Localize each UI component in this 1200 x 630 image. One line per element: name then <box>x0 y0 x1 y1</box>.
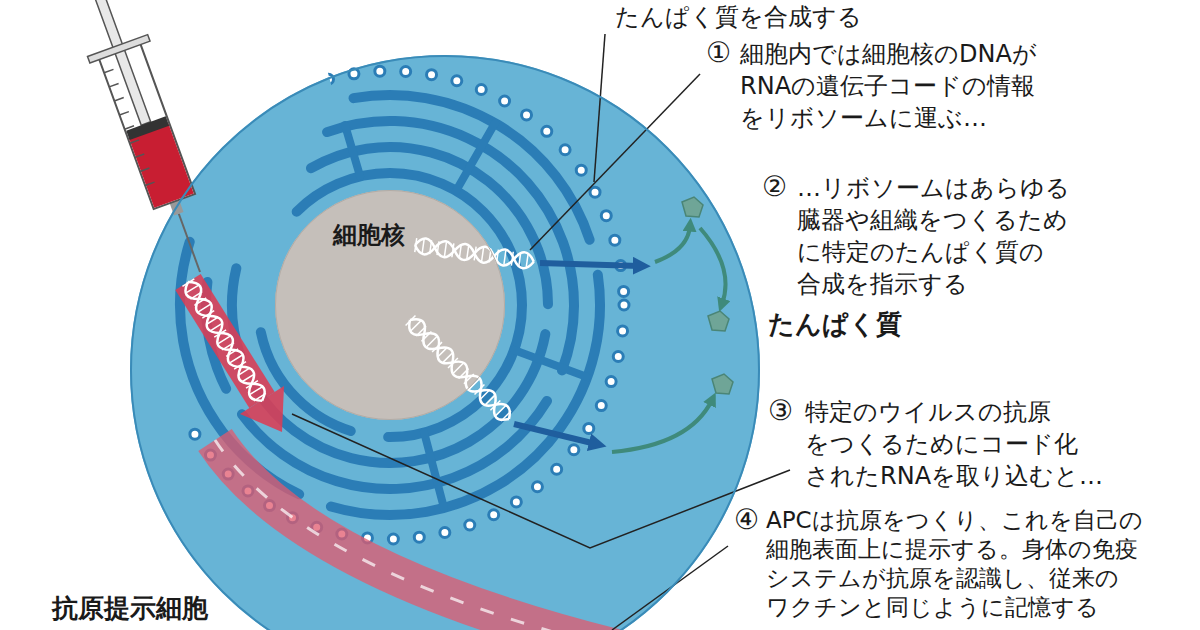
callout-text: 細胞内では細胞核のDNAが RNAの遺伝子コードの情報 をリボソームに運ぶ… <box>740 38 1060 134</box>
helix-strand <box>414 237 535 270</box>
green-arrow <box>612 400 712 452</box>
helix-strand <box>404 314 514 424</box>
callout-number: ② <box>762 170 787 204</box>
red-arrow-head <box>240 386 284 432</box>
green-arrow <box>700 228 726 304</box>
er-wall <box>345 123 587 508</box>
helix-strand <box>404 314 514 424</box>
blue-arrow <box>514 424 596 444</box>
plunger-stopper <box>126 116 169 140</box>
red-band-arrow <box>215 440 620 630</box>
cell-outline <box>131 56 759 630</box>
leader-line <box>594 34 605 182</box>
rna-uptake-arrows <box>188 282 620 630</box>
label-slot: APCは抗原をつくり、これを自己の 細胞表面上に提示する。身体の免疫 システムが… <box>766 506 1186 622</box>
label-slot: たんぱく質 <box>768 308 902 341</box>
barrel <box>99 44 195 209</box>
label-slot: 細胞内では細胞核のDNAが RNAの遺伝子コードの情報 をリボソームに運ぶ… <box>740 38 1060 134</box>
label-slot: 特定のウイルスの抗原 をつくるためにコード化 されたRNAを取り込むと… <box>805 396 1125 492</box>
protein-shape <box>708 311 729 331</box>
callout-text: APCは抗原をつくり、これを自己の 細胞表面上に提示する。身体の免疫 システムが… <box>766 506 1186 622</box>
callout-number: ① <box>706 36 731 70</box>
barrel-flange <box>88 35 151 63</box>
green-arrow <box>655 226 690 262</box>
rna-helix <box>404 314 514 424</box>
label-slot: ④ <box>734 504 759 536</box>
callout-text: …リボソームはあらゆる 臓器や組織をつくるため に特定のたんぱく質の 合成を指示… <box>797 172 1087 300</box>
label-slot: ② <box>762 170 787 204</box>
callout-number: ④ <box>734 504 759 536</box>
plunger-rod <box>86 0 151 125</box>
callout-number: ③ <box>768 394 793 428</box>
helix-strand <box>181 278 269 405</box>
synthesis-arrows <box>612 226 726 452</box>
needle <box>179 214 200 272</box>
helix-strand <box>181 278 269 405</box>
cell-body <box>130 55 760 630</box>
syringe <box>60 0 230 283</box>
nucleus-outline <box>276 191 505 420</box>
cell-node: 抗原提示細胞細胞核 <box>130 55 760 630</box>
nucleus-name: 細胞核 <box>333 220 405 250</box>
nucleus-body <box>275 190 505 420</box>
leader-lines <box>292 34 790 630</box>
blue-arrow <box>540 263 640 266</box>
callout-text: 特定のウイルスの抗原 をつくるためにコード化 されたRNAを取り込むと… <box>805 396 1125 492</box>
label-slot: たんぱく質を合成する <box>615 2 862 32</box>
protein-shape <box>682 197 703 217</box>
graduations <box>104 69 154 185</box>
band-dashes <box>215 440 620 630</box>
helix-strand <box>414 237 535 270</box>
label-slot: ③ <box>768 394 793 428</box>
leader-line <box>530 74 700 250</box>
cell-name: 抗原提示細胞 <box>52 592 208 625</box>
label-slot: ① <box>706 36 731 70</box>
rna-helix <box>414 237 535 270</box>
protein-shape <box>712 374 733 394</box>
protein-label: たんぱく質 <box>768 308 902 341</box>
label-slot: …リボソームはあらゆる 臓器や組織をつくるため に特定のたんぱく質の 合成を指示… <box>797 172 1087 300</box>
nucleus-node: 細胞核 <box>275 190 505 420</box>
caption-note: たんぱく質を合成する <box>615 2 862 32</box>
cell-outline <box>130 55 760 630</box>
rna-helix <box>181 278 269 405</box>
transport-arrows <box>514 263 640 444</box>
